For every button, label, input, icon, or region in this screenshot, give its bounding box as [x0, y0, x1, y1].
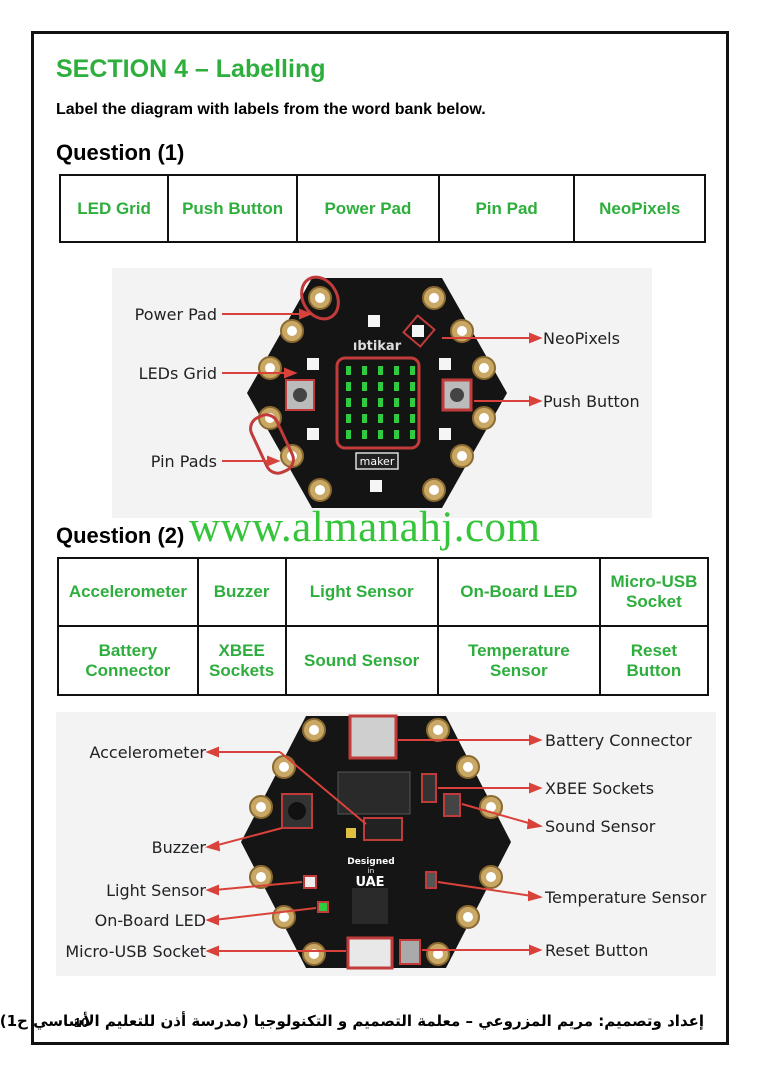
led-matrix [346, 366, 415, 439]
word-bank-cell: On-Board LED [436, 557, 601, 627]
footer-credit: إعداد وتصميم: مريم المزروعي – معلمة التص… [0, 1012, 704, 1030]
board-2 [241, 716, 511, 968]
label-neopixels: NeoPixels [543, 329, 620, 348]
label-battery-connector: Battery Connector [545, 731, 692, 750]
label-light-sensor: Light Sensor [106, 881, 206, 900]
accelerometer-chip [363, 817, 403, 841]
board-text-in: in [368, 867, 374, 875]
xbee-chip [337, 771, 411, 815]
micro-usb-socket [346, 936, 394, 970]
board-logo: ıbtikar [353, 339, 402, 354]
word-bank-cell: Buzzer [196, 557, 287, 627]
temperature-sensor [425, 871, 437, 889]
word-bank-cell: Reset Button [598, 625, 710, 696]
label-onboard-led: On-Board LED [95, 911, 206, 930]
led-grid-highlight [335, 356, 421, 450]
light-sensor [303, 875, 317, 889]
word-bank-cell: Power Pad [296, 174, 440, 243]
word-bank-cell: Micro-USB Socket [598, 557, 710, 627]
onboard-led [317, 901, 329, 913]
neopixels [307, 315, 451, 492]
battery-connector [348, 714, 398, 760]
word-bank-cell: Accelerometer [57, 557, 199, 627]
page-number: 10 [74, 1015, 89, 1030]
word-bank-cell: XBEE Sockets [196, 625, 287, 696]
instruction: Label the diagram with labels from the w… [56, 101, 486, 118]
word-bank-1: LED Grid Push Button Power Pad Pin Pad N… [58, 174, 706, 243]
label-temperature-sensor: Temperature Sensor [544, 888, 707, 907]
label-accelerometer: Accelerometer [89, 743, 206, 762]
word-bank-cell: Battery Connector [57, 625, 199, 696]
section-title: SECTION 4 – Labelling [56, 55, 326, 83]
question-1-heading: Question (1) [56, 140, 185, 165]
label-xbee-sockets: XBEE Sockets [545, 779, 654, 798]
label-buzzer: Buzzer [152, 838, 207, 857]
word-bank-cell: NeoPixels [573, 174, 706, 243]
question-2-heading: Question (2) [56, 523, 185, 548]
word-bank-cell: Push Button [167, 174, 299, 243]
word-bank-cell: Light Sensor [284, 557, 439, 627]
label-leds-grid: LEDs Grid [139, 364, 217, 383]
board-text-uae: UAE [355, 875, 384, 890]
label-reset-button: Reset Button [545, 941, 648, 960]
main-chip [352, 888, 388, 924]
sound-sensor [443, 793, 461, 817]
gold-pads [258, 286, 496, 502]
word-bank-cell: Sound Sensor [284, 625, 439, 696]
page-frame [31, 31, 729, 1045]
label-sound-sensor: Sound Sensor [545, 817, 656, 836]
word-bank-2: Accelerometer Buzzer Light Sensor On-Boa… [57, 557, 710, 696]
label-push-button: Push Button [543, 392, 640, 411]
word-bank-cell: Temperature Sensor [436, 625, 601, 696]
diagram-2: Designed in UAE Accelerometer Buzzer Lig… [56, 712, 716, 976]
diagram-1: ıbtikar maker Power Pad LEDs Grid Pin Pa… [112, 268, 652, 518]
board-text-designed: Designed [347, 857, 394, 867]
label-micro-usb: Micro-USB Socket [65, 942, 206, 961]
reset-button [399, 939, 421, 965]
word-bank-cell: LED Grid [58, 174, 170, 243]
buzzer [281, 793, 313, 829]
label-power-pad: Power Pad [135, 305, 217, 324]
xbee-sockets [421, 773, 437, 803]
board-1 [247, 278, 507, 508]
label-pin-pads: Pin Pads [151, 452, 217, 471]
maker-badge: maker [360, 455, 395, 468]
watermark: www.almanahj.com [189, 504, 541, 551]
word-bank-cell: Pin Pad [437, 174, 576, 243]
